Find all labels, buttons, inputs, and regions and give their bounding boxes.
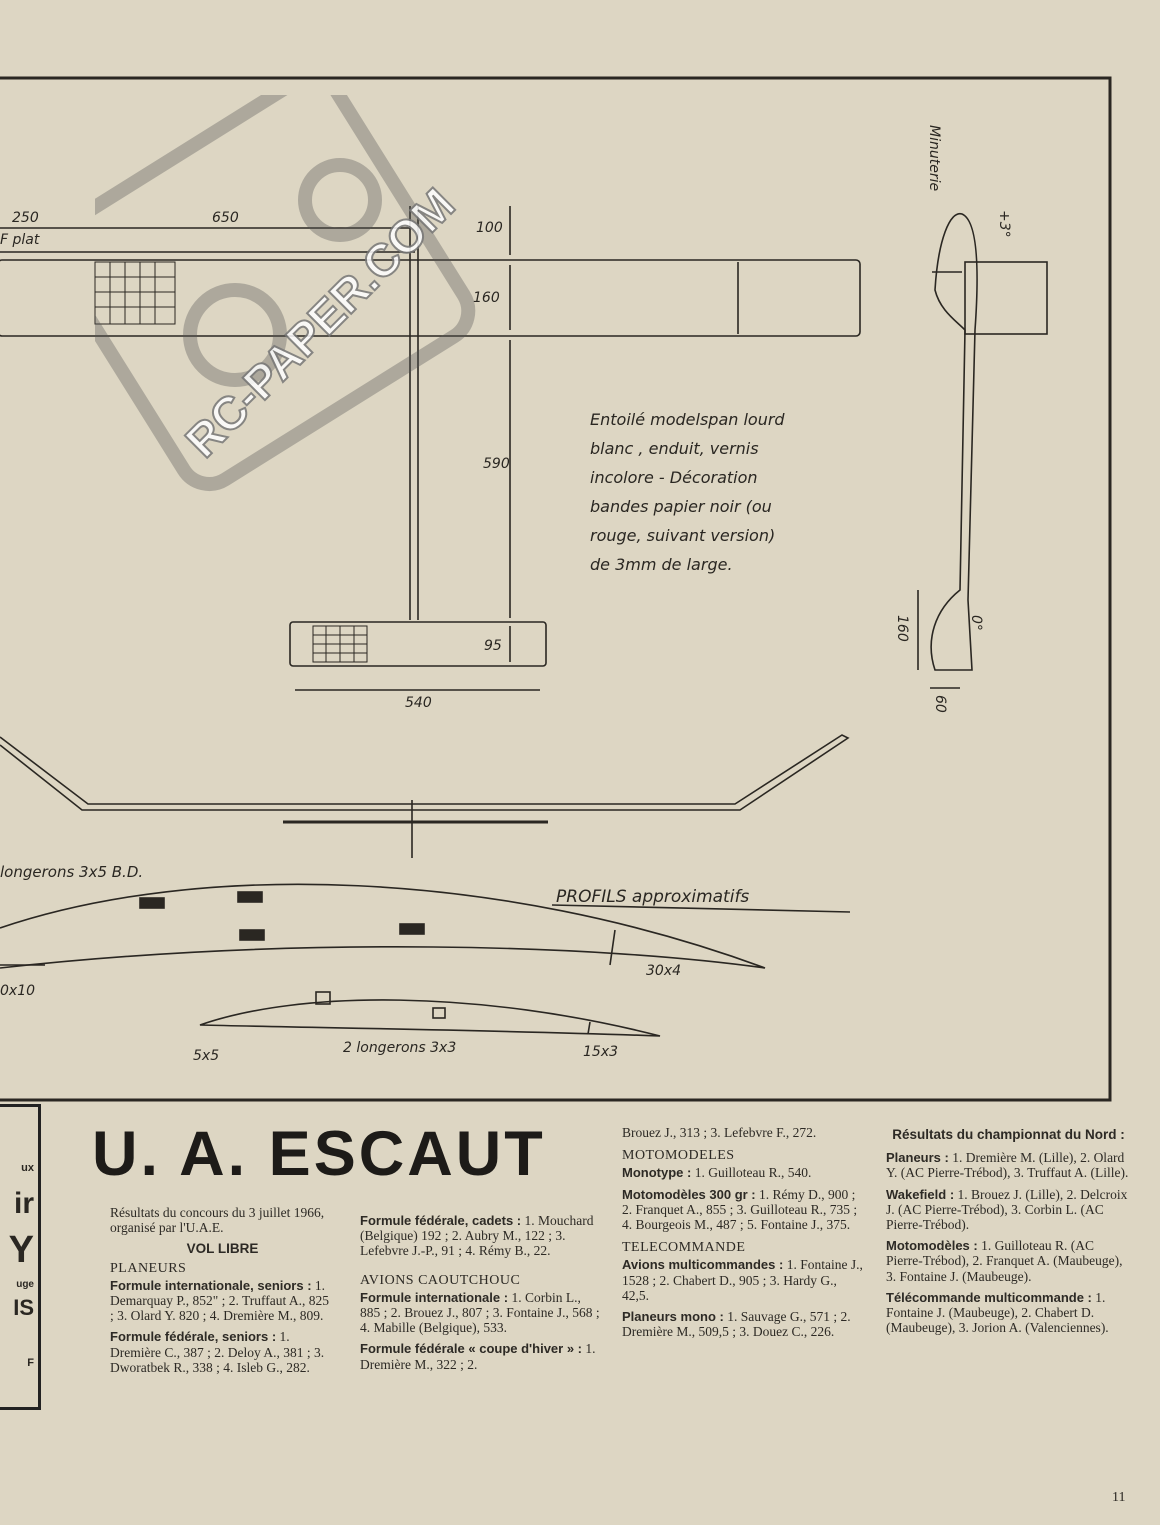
result-text: 1. Guilloteau R. (AC Pierre-Trébod), 2. … xyxy=(886,1238,1123,1284)
model-plan-drawing: 250 F plat 650 100 160 590 95 540 Minute… xyxy=(0,76,1112,1102)
wing-profile xyxy=(0,883,766,969)
wing-front-view xyxy=(0,734,850,811)
result-text: 1. Dremière M. (Lille), 2. Olard Y. (AC … xyxy=(886,1150,1129,1181)
category-label: Planeurs mono : xyxy=(622,1309,724,1325)
side-zero: 0° xyxy=(968,615,984,631)
section-telecommande: TELECOMMANDE xyxy=(622,1240,746,1256)
ad-fragment: uge xyxy=(16,1279,34,1290)
category-label: Formule fédérale, seniors : xyxy=(110,1329,277,1345)
note-line: blanc , enduit, vernis xyxy=(590,439,759,458)
result-text: 1. Guilloteau R., 540. xyxy=(691,1165,812,1181)
ad-fragment: ir xyxy=(13,1187,34,1220)
note-line: Entoilé modelspan lourd xyxy=(590,410,785,429)
profiles-title: PROFILS approximatifs xyxy=(556,887,749,907)
category-label: Motomodèles 300 gr : xyxy=(622,1186,756,1202)
article-column-3: Brouez J., 313 ; 3. Lefebvre F., 272. MO… xyxy=(622,1125,865,1345)
result-text: 1. Rémy D., 900 ; 2. Franquet A., 855 ; … xyxy=(622,1186,858,1233)
page-number: 11 xyxy=(1112,1490,1126,1505)
dim-100: 100 xyxy=(476,220,503,236)
section-planeurs: PLANEURS xyxy=(110,1260,187,1276)
tailplane-outline xyxy=(289,621,547,667)
result-text: 1. Demarquay P., 852" ; 2. Truffaut A., … xyxy=(110,1277,330,1324)
wing-grid xyxy=(94,261,176,325)
ad-fragment: F xyxy=(27,1357,34,1369)
result-text: Brouez J., 313 ; 3. Lefebvre F., 272. xyxy=(622,1125,817,1140)
article-column-1: Résultats du concours du 3 juillet 1966,… xyxy=(110,1205,335,1381)
result-text: 1. Brouez J. (Lille), 2. Delcroix J. (AC… xyxy=(886,1186,1128,1233)
tailplane-profile xyxy=(199,999,661,1037)
fuselage-side-view xyxy=(930,213,978,671)
category-label: Formule fédérale « coupe d'hiver » : xyxy=(360,1341,582,1357)
article-title: U. A. ESCAUT xyxy=(92,1119,546,1189)
ad-fragment: Y xyxy=(8,1229,34,1271)
result-text: 1. Sauvage G., 571 ; 2. Dremière M., 509… xyxy=(622,1309,851,1340)
side-60: 60 xyxy=(932,695,948,713)
dim-250: 250 xyxy=(12,210,39,226)
section-caoutchouc: AVIONS CAOUTCHOUC xyxy=(360,1272,521,1288)
ad-fragment: ux xyxy=(21,1162,34,1174)
result-text: 1. Mouchard (Belgique) 192 ; 2. Aubry M.… xyxy=(360,1213,594,1259)
dim-650: 650 xyxy=(212,210,239,226)
result-text: 1. Corbin L., 885 ; 2. Brouez J., 807 ; … xyxy=(360,1289,600,1336)
wing-outline xyxy=(0,259,861,337)
category-label: Monotype : xyxy=(622,1165,692,1181)
side-plus3: +3° xyxy=(996,210,1012,238)
category-label: Formule fédérale, cadets : xyxy=(360,1213,522,1228)
article-column-4: Résultats du championnat du Nord : Plane… xyxy=(886,1125,1131,1341)
note-line: incolore - Décoration xyxy=(590,468,758,487)
dim-590: 590 xyxy=(483,456,510,472)
dim-95: 95 xyxy=(484,638,502,654)
profile-spars2: 2 longerons 3x3 xyxy=(343,1040,456,1056)
category-label: Wakefield : xyxy=(886,1186,955,1202)
watermark-stamp: RC-PAPER.COM xyxy=(95,95,476,491)
cropped-ad-box: ux ir Y uge IS F xyxy=(0,1104,41,1410)
section-vol-libre: VOL LIBRE xyxy=(186,1241,259,1257)
profile-le2: 5x5 xyxy=(193,1048,219,1064)
result-text: 1. Fontaine J., 1528 ; 2. Chabert D., 90… xyxy=(622,1257,863,1303)
profile-longerons-label: longerons 3x5 B.D. xyxy=(0,863,143,881)
article-column-2: Formule fédérale, cadets : 1. Mouchard (… xyxy=(360,1213,600,1378)
category-label: Formule internationale, seniors : xyxy=(110,1277,312,1293)
note-line: rouge, suivant version) xyxy=(590,526,776,545)
side-minuterie: Minuterie xyxy=(926,125,942,191)
ad-fragment: IS xyxy=(13,1295,34,1320)
note-line: bandes papier noir (ou xyxy=(590,497,772,516)
dim-540: 540 xyxy=(405,695,432,711)
note-line: de 3mm de large. xyxy=(590,555,733,574)
result-text: 1. Dremière M., 322 ; 2. xyxy=(360,1341,596,1372)
profile-te1: 30x4 xyxy=(646,963,681,979)
championship-heading: Résultats du championnat du Nord : xyxy=(892,1127,1125,1142)
side-160: 160 xyxy=(894,615,910,642)
category-label: Planeurs : xyxy=(886,1150,949,1166)
section-motomodeles: MOTOMODELES xyxy=(622,1148,735,1164)
category-label: Avions multicommandes : xyxy=(622,1257,784,1273)
category-label: Télécommande multicommande : xyxy=(886,1289,1092,1305)
profile-te2: 15x3 xyxy=(583,1044,618,1060)
result-text: 1. Fontaine J. (Maubeuge), 2. Chabert D.… xyxy=(886,1289,1109,1336)
covering-note: Entoilé modelspan lourd blanc , enduit, … xyxy=(590,405,860,579)
result-text: 1. Dremière C., 387 ; 2. Deloy A., 381 ;… xyxy=(110,1329,325,1375)
category-label: Formule internationale : xyxy=(360,1289,509,1305)
intro: Résultats du concours du 3 juillet 1966,… xyxy=(110,1205,325,1236)
category-label: Motomodèles : xyxy=(886,1238,978,1254)
dim-160: 160 xyxy=(473,290,500,306)
profile-le1: 0x10 xyxy=(0,983,35,999)
dim-plat: F plat xyxy=(0,232,40,248)
